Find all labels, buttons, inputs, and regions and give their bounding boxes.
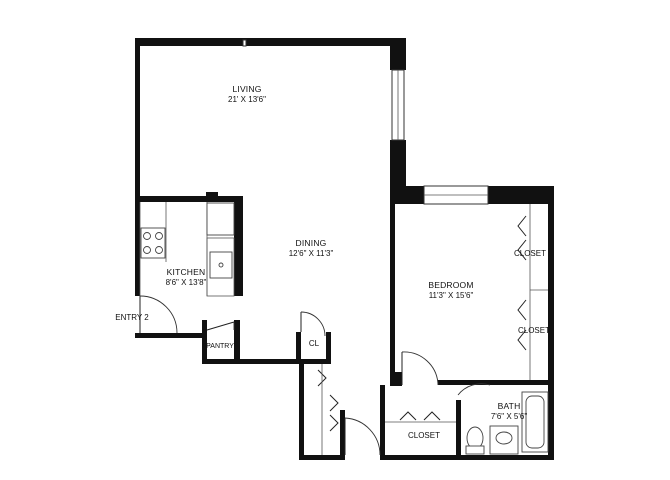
wall-bedroom-top-left	[390, 186, 424, 204]
wall-kitchen-post	[206, 192, 218, 202]
wall-corridor-left	[299, 360, 304, 460]
wall-kitchen-right	[234, 196, 243, 296]
wall-pantry-bottom	[202, 359, 299, 364]
wall-entry-bottom	[135, 333, 205, 338]
wall-living-top	[135, 38, 405, 46]
wall-living-right-lower	[390, 140, 406, 190]
wall-living-left	[135, 38, 140, 200]
wall-living-right-upper	[390, 38, 406, 70]
wall-bedroom-right	[548, 186, 554, 458]
wall-dining-right-bottom	[390, 372, 402, 386]
room-dims-bath: 7'6" X 5'6"	[491, 412, 527, 421]
room-name-living: LIVING	[232, 84, 261, 94]
bath-door	[457, 383, 491, 396]
wall-bedroom-bottom	[438, 380, 554, 385]
wall-corridor-right	[340, 410, 345, 460]
wall-pantry-right	[234, 320, 240, 364]
stove-icon	[140, 227, 166, 259]
room-dims-kitchen: 8'6" X 13'8"	[166, 278, 207, 287]
doors	[139, 204, 548, 456]
windows	[242, 39, 489, 205]
closet-label-lower: CLOSET	[408, 431, 440, 440]
wall-cl-right	[326, 332, 331, 364]
room-name-bedroom: BEDROOM	[428, 280, 473, 290]
wall-bath-left	[456, 400, 461, 460]
wall-kitchen-top	[135, 196, 243, 202]
entry-label: ENTRY 2	[115, 313, 149, 322]
bath-fixtures	[465, 391, 549, 455]
wall-pantry-left	[202, 320, 207, 364]
closet-label-upper: CLOSET	[514, 249, 546, 258]
fridge-icon	[206, 202, 235, 236]
room-dims-living: 21' X 13'6"	[228, 95, 266, 104]
cl-label: CL	[309, 339, 320, 348]
walls	[135, 38, 554, 460]
wall-cl-bottom	[296, 359, 331, 364]
wall-kitchen-left	[135, 196, 140, 296]
wall-dining-right	[390, 186, 395, 386]
wall-closet-lower-left	[380, 385, 385, 460]
pantry-door	[206, 321, 235, 331]
room-name-kitchen: KITCHEN	[167, 267, 206, 277]
room-dims-bedroom: 11'3" X 15'6"	[429, 291, 474, 300]
kitchen-fixtures	[139, 202, 235, 297]
room-name-bath: BATH	[498, 401, 521, 411]
room-name-dining: DINING	[296, 238, 327, 248]
vanity-icon	[489, 425, 519, 455]
wall-bedroom-top-right	[488, 186, 554, 204]
closet-label-middle: CLOSET	[518, 326, 550, 335]
wall-closet-lower-bottom	[380, 455, 554, 460]
room-dims-dining: 12'6" X 11'3"	[289, 249, 334, 258]
window-top-notch	[242, 39, 247, 47]
wall-cl-left	[296, 332, 301, 364]
room-labels: LIVING 21' X 13'6" DINING 12'6" X 11'3" …	[115, 84, 550, 440]
wall-corridor-bottom	[299, 455, 344, 460]
pantry-label: PANTRY	[206, 343, 234, 350]
